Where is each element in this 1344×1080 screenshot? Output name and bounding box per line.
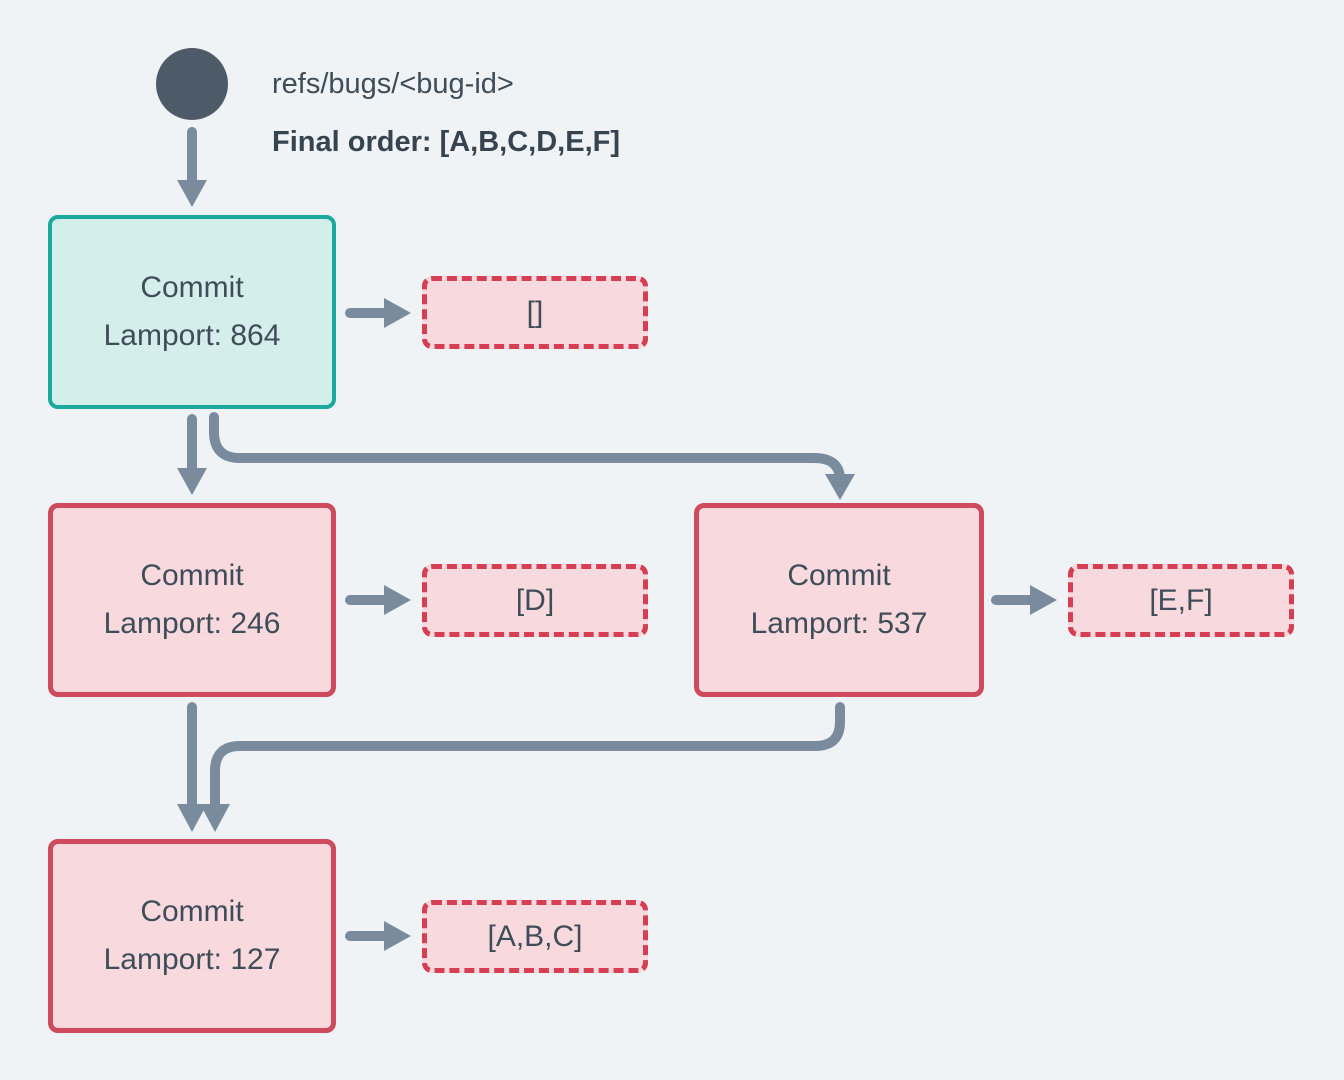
commit-title: Commit: [787, 559, 891, 592]
operations-box-864: []: [422, 276, 648, 349]
edge-537-to-ops-arrowhead: [1030, 585, 1057, 615]
edge-537-to-127-arrowhead: [200, 804, 230, 832]
operations-label: []: [526, 295, 544, 329]
commit-node-864: Commit Lamport: 864: [48, 215, 336, 409]
commit-title: Commit: [140, 271, 244, 304]
edge-864-to-246-arrowhead: [177, 468, 207, 495]
operations-label: [A,B,C]: [487, 919, 583, 953]
edge-864-to-537-arrowhead: [825, 474, 855, 500]
commit-lamport-label: Lamport: 537: [750, 607, 928, 640]
operations-label: [D]: [515, 583, 555, 617]
final-order-label: Final order: [A,B,C,D,E,F]: [272, 126, 620, 158]
commit-node-246: Commit Lamport: 246: [48, 503, 336, 697]
commit-node-537: Commit Lamport: 537: [694, 503, 984, 697]
edge-246-to-ops-arrowhead: [384, 585, 411, 615]
ref-name-label: refs/bugs/<bug-id>: [272, 68, 514, 100]
commit-title: Commit: [140, 559, 244, 592]
edge-ref-to-864-arrowhead: [177, 180, 207, 207]
commit-lamport-label: Lamport: 127: [103, 943, 281, 976]
commit-title: Commit: [140, 895, 244, 928]
operations-box-537: [E,F]: [1068, 564, 1294, 637]
edge-537-to-127-line: [210, 702, 845, 811]
operations-box-127: [A,B,C]: [422, 900, 648, 973]
operations-box-246: [D]: [422, 564, 648, 637]
operations-label: [E,F]: [1149, 583, 1213, 617]
commit-lamport-label: Lamport: 246: [103, 607, 281, 640]
edge-864-to-537-line: [209, 412, 845, 485]
edge-246-to-127-arrowhead: [177, 804, 207, 832]
edge-127-to-ops-arrowhead: [384, 921, 411, 951]
commit-lamport-label: Lamport: 864: [103, 319, 281, 352]
branch-ref-dot: [156, 48, 228, 120]
commit-node-127: Commit Lamport: 127: [48, 839, 336, 1033]
edge-864-to-ops-arrowhead: [384, 298, 411, 328]
